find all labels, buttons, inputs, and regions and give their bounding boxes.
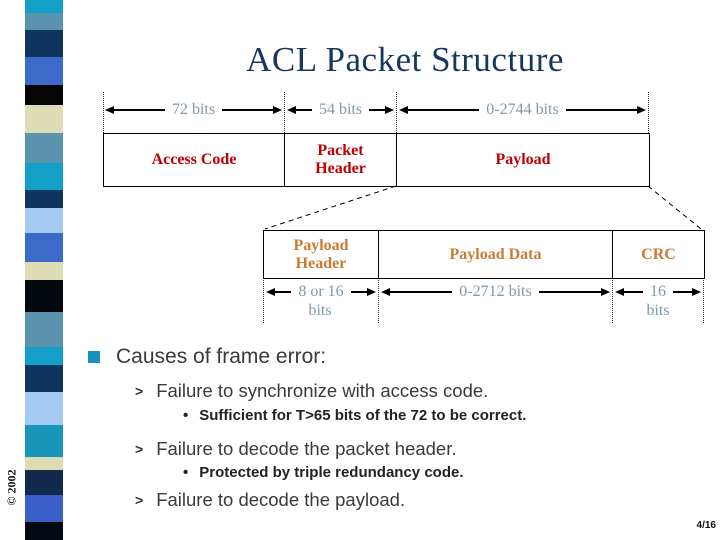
measure-access-code-bits: 72 bits bbox=[105, 102, 282, 118]
dotted-guide bbox=[648, 92, 649, 133]
measure-label: 72 bits bbox=[171, 101, 216, 118]
measure-sublabel: bits bbox=[646, 302, 670, 319]
ribbon-block bbox=[25, 85, 63, 105]
arrow-shaft bbox=[408, 109, 480, 111]
measure-payload-bits: 0-2744 bits bbox=[399, 102, 646, 118]
ribbon-block bbox=[25, 312, 63, 347]
decorative-ribbon bbox=[25, 0, 63, 540]
dotted-guide bbox=[284, 92, 285, 133]
measure-payload-header-bits: 8 or 16 bbox=[266, 284, 376, 300]
ribbon-block bbox=[25, 347, 63, 365]
ribbon-block bbox=[25, 105, 63, 133]
ribbon-block bbox=[25, 425, 63, 457]
measure-label: 0-2744 bits bbox=[486, 101, 559, 118]
bullet-level2-row: > Failure to synchronize with access cod… bbox=[135, 380, 488, 402]
bullet-level3-row: • Sufficient for T>65 bits of the 72 to … bbox=[183, 407, 526, 424]
ribbon-block bbox=[25, 392, 63, 425]
ribbon-block bbox=[25, 163, 63, 190]
ribbon-block bbox=[25, 233, 63, 262]
measure-payload-data-bits: 0-2712 bits bbox=[381, 284, 610, 300]
page-number: 4/16 bbox=[696, 520, 716, 531]
measure-label: 8 or 16 bbox=[298, 283, 344, 300]
arrow-shaft bbox=[296, 109, 312, 111]
measure-packet-header-bits: 54 bits bbox=[287, 102, 394, 118]
cell-crc: CRC bbox=[641, 245, 676, 263]
arrow-bullet-icon: > bbox=[135, 441, 144, 457]
ribbon-block bbox=[25, 190, 63, 208]
ribbon-block bbox=[25, 495, 63, 522]
ribbon-block bbox=[25, 0, 63, 13]
ribbon-block bbox=[25, 13, 63, 30]
measure-crc-bits: 16 bbox=[615, 284, 701, 300]
ribbon-block bbox=[25, 262, 63, 280]
ribbon-block bbox=[25, 280, 63, 312]
arrow-bullet-icon: > bbox=[135, 492, 144, 508]
ribbon-block bbox=[25, 522, 63, 540]
arrow-shaft bbox=[369, 109, 385, 111]
packet-structure-table: Access Code Packet Header Payload bbox=[103, 133, 650, 187]
dotted-guide bbox=[378, 277, 379, 323]
arrow-shaft bbox=[350, 291, 368, 293]
measure-label: 54 bits bbox=[318, 101, 363, 118]
copyright-text: © 2002 bbox=[4, 469, 19, 506]
ribbon-block bbox=[25, 57, 63, 85]
arrow-shaft bbox=[275, 291, 292, 293]
ribbon-block bbox=[25, 470, 63, 495]
cell-access-code: Access Code bbox=[104, 134, 285, 186]
ribbon-block bbox=[25, 365, 63, 392]
cell-payload: Payload bbox=[495, 151, 551, 169]
bullet-level2-row: > Failure to decode the packet header. bbox=[135, 438, 457, 460]
bullet-level3-row: • Protected by triple redundancy code. bbox=[183, 464, 464, 481]
arrow-shaft bbox=[673, 291, 692, 293]
arrow-shaft bbox=[565, 109, 638, 111]
cell-payload-data: Payload Data bbox=[379, 231, 613, 278]
dotted-guide bbox=[612, 277, 613, 323]
ribbon-block bbox=[25, 133, 63, 163]
cell-payload-header: Payload Header bbox=[264, 231, 379, 278]
bullet-text: Failure to decode the payload. bbox=[156, 489, 406, 510]
square-bullet-icon bbox=[88, 351, 100, 363]
dotted-guide bbox=[263, 277, 264, 323]
bullet-text: Failure to decode the packet header. bbox=[156, 438, 457, 459]
bullet-level2-row: > Failure to decode the payload. bbox=[135, 489, 405, 511]
arrow-shaft bbox=[538, 291, 602, 293]
ribbon-block bbox=[25, 208, 63, 233]
arrow-shaft bbox=[624, 291, 643, 293]
payload-structure-table: Payload Header Payload Data CRC bbox=[263, 230, 705, 279]
arrow-shaft bbox=[222, 109, 273, 111]
arrow-shaft bbox=[390, 291, 453, 293]
measure-label: 0-2712 bits bbox=[459, 283, 532, 300]
bullet-level1-row: Causes of frame error: bbox=[88, 345, 326, 369]
measure-sublabel: bits bbox=[308, 302, 332, 319]
bullet-text: Causes of frame error: bbox=[116, 345, 327, 368]
dot-bullet-icon: • bbox=[183, 464, 189, 481]
measure-label: 16 bbox=[650, 283, 666, 300]
dotted-guide bbox=[396, 92, 397, 133]
arrow-shaft bbox=[114, 109, 165, 111]
dotted-guide bbox=[703, 277, 704, 323]
cell-packet-header: Packet Header bbox=[285, 134, 397, 186]
ribbon-block bbox=[25, 457, 63, 470]
bullet-text: Failure to synchronize with access code. bbox=[156, 380, 489, 401]
ribbon-block bbox=[25, 30, 63, 57]
arrow-bullet-icon: > bbox=[135, 383, 144, 399]
dot-bullet-icon: • bbox=[183, 407, 189, 424]
dotted-guide bbox=[103, 92, 104, 133]
bullet-text: Protected by triple redundancy code. bbox=[199, 464, 464, 481]
bullet-text: Sufficient for T>65 bits of the 72 to be… bbox=[199, 407, 527, 424]
slide-title: ACL Packet Structure bbox=[246, 40, 564, 79]
